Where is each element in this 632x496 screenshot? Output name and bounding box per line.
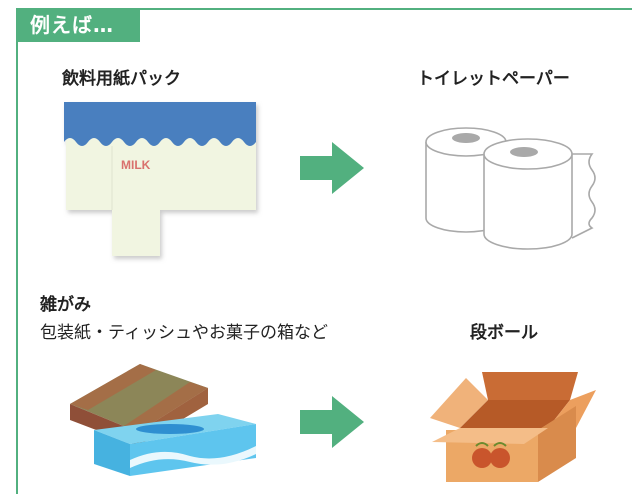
arrow-right-icon xyxy=(300,396,364,448)
example-frame xyxy=(16,8,629,494)
paper-boxes-illustration xyxy=(70,364,256,476)
tissue-box-end xyxy=(94,430,130,476)
snack-box-top xyxy=(70,364,208,432)
arrow-right-icon xyxy=(300,142,364,194)
carton-milk-text: MILK xyxy=(121,158,151,172)
fruit-mark xyxy=(472,448,492,468)
example-tag: 例えば… xyxy=(16,8,140,42)
box-front-flap xyxy=(432,428,548,444)
box-side xyxy=(538,406,576,482)
mixed-paper-examples: 包装紙・ティッシュやお菓子の箱など xyxy=(40,323,328,343)
box-back-flap xyxy=(482,372,578,400)
cardboard-box-illustration xyxy=(430,372,596,482)
back-roll-core xyxy=(452,133,480,143)
tissue-box-wave xyxy=(130,446,256,468)
front-roll-core xyxy=(510,147,538,157)
cardboard-label: 段ボール xyxy=(470,323,538,343)
box-interior xyxy=(460,400,570,428)
tissue-opening xyxy=(136,424,204,434)
box-left-flap xyxy=(430,378,488,428)
tissue-box-front xyxy=(130,424,256,476)
carton-blue-top xyxy=(64,102,256,146)
mixed-paper-label: 雑がみ xyxy=(40,295,91,315)
milk-carton-illustration: MILK xyxy=(64,102,256,256)
milk-carton-label: 飲料用紙パック xyxy=(62,69,181,89)
toilet-paper-illustration xyxy=(425,127,596,250)
toilet-paper-label: トイレットペーパー xyxy=(417,69,570,89)
